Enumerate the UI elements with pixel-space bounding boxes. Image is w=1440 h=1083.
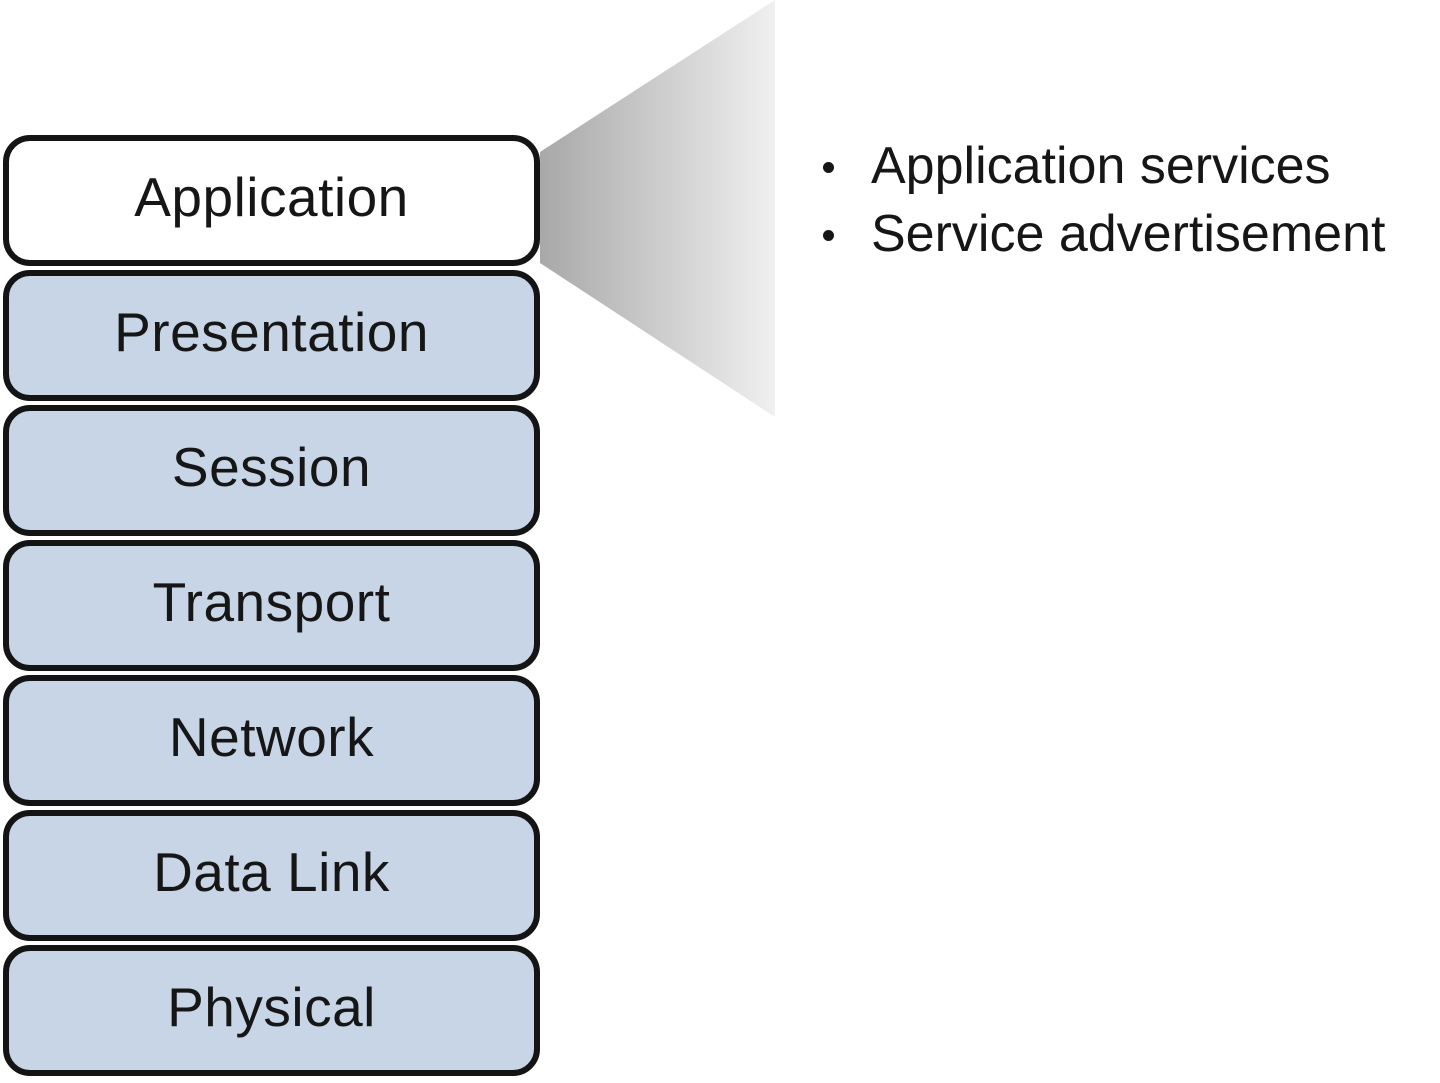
layer-box-network: Network [3, 675, 540, 806]
layer-box-data-link: Data Link [3, 810, 540, 941]
callout-bullet-list: Application services Service advertiseme… [818, 134, 1385, 270]
bullet-item: Service advertisement [818, 202, 1385, 270]
layer-box-presentation: Presentation [3, 270, 540, 401]
layer-label-presentation: Presentation [114, 301, 429, 363]
bullet-text: Service advertisement [871, 205, 1386, 263]
osi-layer-stack: Application Presentation Session Transpo… [3, 135, 540, 1076]
layer-box-transport: Transport [3, 540, 540, 671]
bullet-text: Application services [871, 137, 1331, 195]
bullet-item: Application services [818, 134, 1385, 202]
layer-label-network: Network [168, 706, 375, 768]
layer-box-physical: Physical [3, 945, 540, 1076]
layer-box-session: Session [3, 405, 540, 536]
layer-label-data-link: Data Link [153, 841, 390, 903]
layer-label-physical: Physical [167, 976, 376, 1038]
bullet-dot-icon [823, 162, 834, 173]
bullet-dot-icon [823, 230, 834, 241]
layer-label-session: Session [171, 436, 372, 498]
layer-label-application: Application [134, 166, 409, 228]
layer-box-application: Application [3, 135, 540, 266]
beam-polygon [540, 0, 775, 417]
layer-label-transport: Transport [152, 571, 391, 633]
